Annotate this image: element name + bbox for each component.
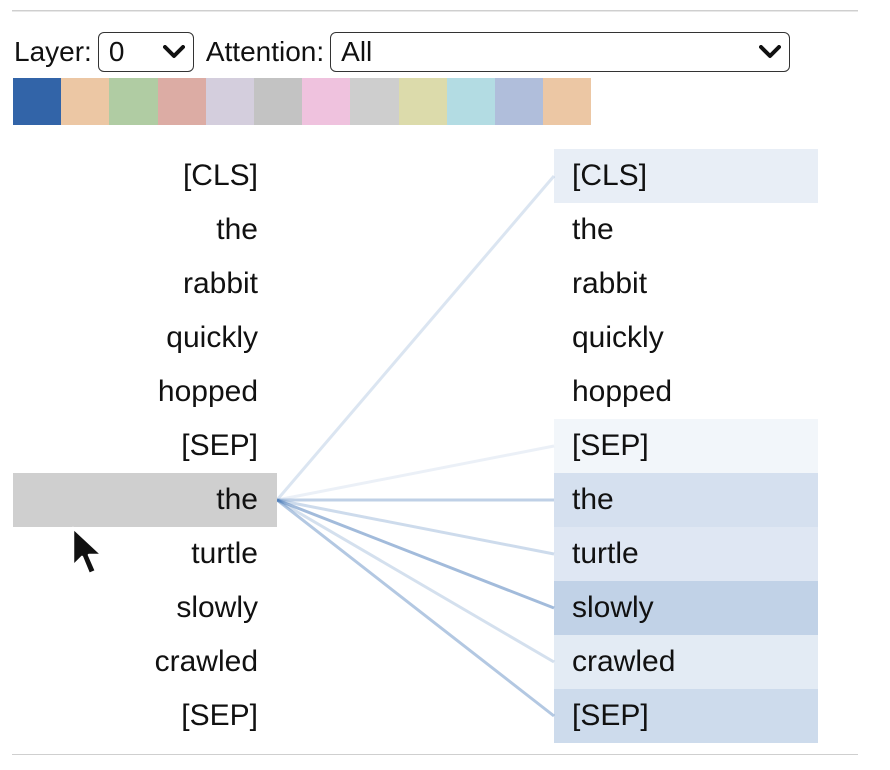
- controls-bar: Layer: 0 Attention: All: [14, 30, 791, 74]
- left-token[interactable]: [SEP]: [181, 699, 258, 732]
- head-swatch[interactable]: [302, 78, 351, 125]
- left-token[interactable]: [SEP]: [181, 429, 258, 462]
- right-token[interactable]: the: [572, 213, 614, 246]
- head-swatch[interactable]: [61, 78, 110, 125]
- left-token[interactable]: turtle: [191, 537, 258, 570]
- head-swatch[interactable]: [446, 78, 495, 125]
- left-token[interactable]: rabbit: [182, 267, 258, 300]
- head-swatch[interactable]: [13, 78, 62, 125]
- layer-label: Layer:: [14, 36, 92, 67]
- left-token[interactable]: crawled: [154, 645, 258, 678]
- head-swatch[interactable]: [543, 78, 592, 125]
- attention-select[interactable]: All: [330, 32, 791, 72]
- right-token[interactable]: turtle: [554, 527, 818, 581]
- left-token[interactable]: hopped: [157, 375, 258, 408]
- layer-select-value: 0: [108, 36, 125, 67]
- head-swatch[interactable]: [157, 78, 206, 125]
- bottom-divider: [12, 754, 858, 755]
- attention-label: Attention:: [205, 36, 325, 67]
- head-swatch[interactable]: [109, 78, 158, 125]
- head-swatch[interactable]: [494, 78, 544, 125]
- right-token[interactable]: hopped: [572, 375, 673, 408]
- head-swatch[interactable]: [350, 78, 399, 125]
- mouse-pointer-icon: [71, 526, 104, 576]
- head-swatch[interactable]: [253, 78, 303, 125]
- top-divider: [12, 10, 858, 12]
- left-token[interactable]: the: [216, 213, 258, 246]
- left-token[interactable]: [CLS]: [182, 159, 258, 192]
- right-token[interactable]: crawled: [554, 635, 818, 689]
- left-token[interactable]: the: [13, 473, 277, 527]
- attention-select-value: All: [341, 36, 373, 67]
- chevron-down-icon: [162, 45, 185, 58]
- head-swatch[interactable]: [398, 78, 447, 125]
- left-token[interactable]: quickly: [166, 321, 258, 354]
- head-color-swatches: [13, 78, 592, 125]
- chevron-down-icon: [759, 45, 782, 58]
- layer-select[interactable]: 0: [97, 32, 194, 72]
- left-token[interactable]: slowly: [176, 591, 258, 624]
- right-token[interactable]: [SEP]: [554, 419, 818, 473]
- head-swatch[interactable]: [205, 78, 254, 125]
- right-token[interactable]: quickly: [572, 321, 664, 354]
- right-token[interactable]: the: [554, 473, 818, 527]
- right-token[interactable]: [CLS]: [554, 149, 818, 203]
- right-token[interactable]: [SEP]: [554, 689, 818, 743]
- right-token[interactable]: rabbit: [572, 267, 648, 300]
- right-token[interactable]: slowly: [554, 581, 818, 635]
